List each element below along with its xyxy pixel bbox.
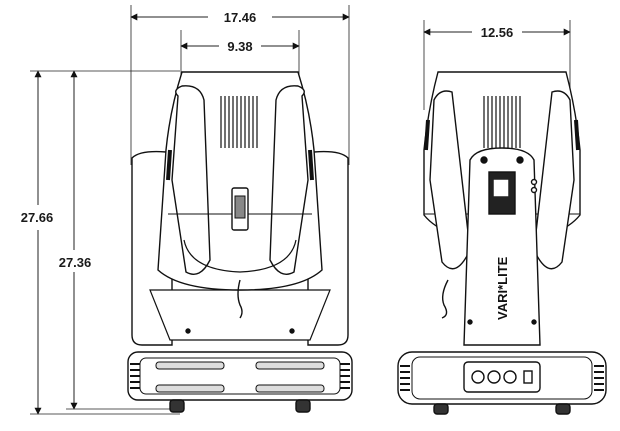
connector-2	[487, 370, 501, 384]
connector-1	[471, 370, 485, 384]
handle-right	[269, 85, 309, 275]
dimension-label-depth-overall: 12.56	[481, 25, 514, 40]
display-panel	[488, 171, 516, 215]
brand-label: VARI*LITE	[495, 256, 510, 320]
base-housing	[127, 351, 353, 401]
connector-3	[503, 370, 517, 384]
dimension-label-height-body: 27.36	[59, 255, 92, 270]
handle-left	[171, 85, 211, 275]
dimension-width-handles: 9.38	[180, 30, 300, 78]
side-view-drawing	[397, 71, 607, 415]
dimension-height-overall: 27.66	[14, 70, 180, 415]
dimension-label-height-overall: 27.66	[21, 210, 54, 225]
side-yoke-arm	[463, 147, 541, 346]
dimension-width-overall: 17.46	[130, 5, 350, 165]
power-switch	[523, 370, 533, 384]
front-view-drawing	[127, 71, 353, 413]
dimension-depth-overall: 12.56	[423, 20, 571, 110]
connector-panel	[463, 361, 541, 393]
dimension-label-width-handles: 9.38	[227, 39, 252, 54]
dimension-height-body: 27.36	[52, 70, 180, 410]
dimension-label-width-overall: 17.46	[224, 10, 257, 25]
